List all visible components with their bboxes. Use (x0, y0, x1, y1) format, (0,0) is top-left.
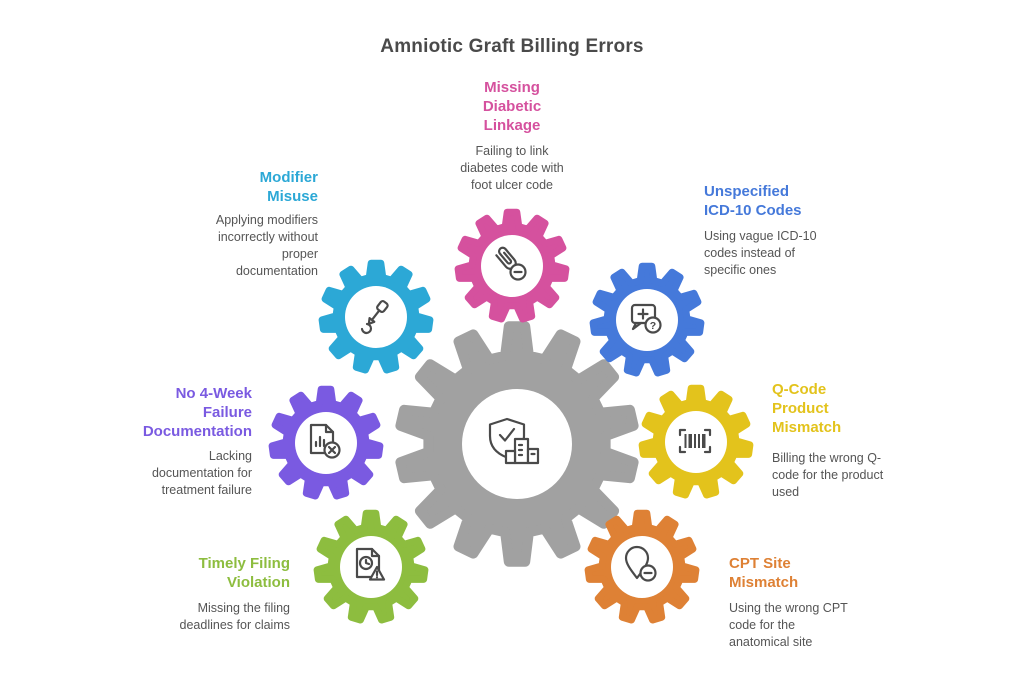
label-unspecified-icd-10-codes: Unspecified ICD-10 Codes (704, 183, 802, 219)
medical-chat-question-icon: ? (630, 303, 662, 334)
label-modifier-misuse: Modifier Misuse (259, 169, 318, 205)
svg-text:?: ? (650, 320, 656, 332)
desc-unspecified-icd-10-codes: Using vague ICD-10 codes instead of spec… (704, 229, 817, 277)
label-cpt-site-mismatch: CPT Site Mismatch (729, 555, 799, 591)
gear-missing-diabetic-linkage (454, 208, 570, 323)
desc-modifier-misuse: Applying modifiers incorrectly without p… (215, 213, 318, 278)
label-no-4-week-failure-documentation: No 4-Week Failure Documentation (142, 385, 252, 440)
document-clock-warning-icon (355, 547, 386, 581)
label-missing-diabetic-linkage: Missing Diabetic Linkage (482, 79, 542, 134)
gear-timely-filing-violation (313, 509, 429, 624)
desc-timely-filing-violation: Missing the filing deadlines for claims (179, 601, 290, 632)
gear-cpt-site-mismatch (584, 509, 700, 624)
label-q-code-product-mismatch: Q-Code Product Mismatch (772, 381, 842, 436)
gear-modifier-misuse (318, 259, 434, 374)
page-title: Amniotic Graft Billing Errors (380, 36, 644, 57)
shield-check-building-icon (488, 417, 540, 465)
barcode-scan-icon (678, 428, 712, 454)
desc-q-code-product-mismatch: Billing the wrong Q- code for the produc… (772, 451, 884, 499)
desc-cpt-site-mismatch: Using the wrong CPT code for the anatomi… (729, 601, 848, 649)
report-document-x-icon (309, 423, 341, 459)
gear-center (395, 321, 639, 567)
gear-unspecified-icd-10-codes: ? (589, 262, 705, 377)
desc-missing-diabetic-linkage: Failing to link diabetes code with foot … (460, 144, 564, 192)
label-timely-filing-violation: Timely Filing Violation (198, 555, 290, 591)
desc-no-4-week-failure-documentation: Lacking documentation for treatment fail… (151, 449, 252, 497)
gear-no-4-week-failure-documentation (268, 385, 384, 500)
screw-tool-icon (360, 300, 389, 335)
gear-q-code-product-mismatch (638, 384, 754, 499)
paperclip-minus-icon (495, 246, 527, 281)
location-pin-minus-icon (624, 545, 657, 582)
